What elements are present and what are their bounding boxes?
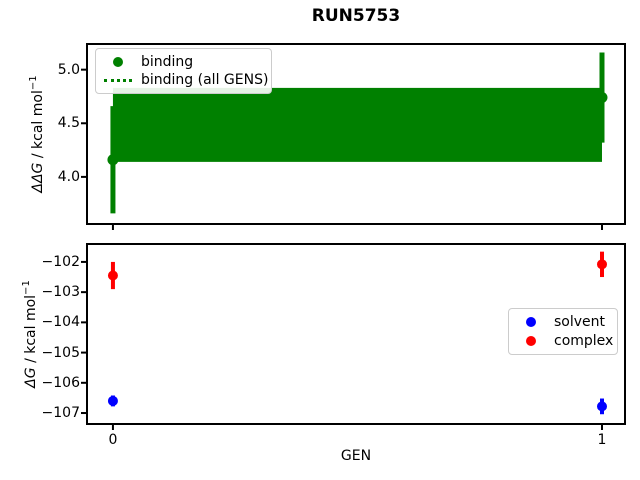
legend-label: binding (141, 53, 194, 70)
chart-canvas (81, 52, 608, 230)
legend-handle (517, 336, 545, 346)
figure-title: RUN5753 (311, 6, 401, 26)
legend-label: solvent (554, 314, 606, 330)
binding-marker-icon (113, 56, 123, 67)
legend-label: binding (all GENS) (141, 72, 269, 89)
bottom-legend: solvent complex (508, 308, 618, 355)
y-tick-label: 4.5 (57, 115, 80, 132)
y-tick-label: −102 (41, 253, 80, 270)
data-point-solvent (596, 401, 607, 412)
uncertainty-band (112, 87, 602, 162)
dotted-line-icon (104, 78, 132, 82)
y-tick-label: 4.0 (57, 168, 80, 185)
y-tick-label: 5.0 (57, 61, 80, 78)
x-axis-label: GEN (340, 448, 372, 464)
solvent-marker-icon (526, 317, 536, 327)
top-legend: binding binding (all GENS) (95, 48, 272, 94)
legend-item-complex: complex (509, 333, 617, 349)
top-plot-frame (86, 43, 626, 225)
legend-handle (517, 317, 545, 327)
legend-handle (104, 78, 132, 82)
data-point-complex (107, 270, 118, 281)
y-tick-label: −103 (41, 284, 80, 301)
y-tick-label: −104 (41, 314, 80, 331)
data-point-binding (596, 92, 608, 104)
legend-item-solvent: solvent (509, 314, 617, 330)
legend-handle (104, 56, 132, 67)
y-tick-label: −107 (41, 405, 80, 422)
legend-label: complex (554, 333, 614, 349)
top-plot-area (81, 45, 624, 230)
bottom-plot-frame (86, 243, 626, 425)
y-tick-label: −105 (41, 344, 80, 361)
bottom-plot-area (81, 245, 624, 430)
data-point-solvent (107, 395, 118, 406)
legend-item-binding-all-gens: binding (all GENS) (96, 72, 271, 88)
chart-canvas (81, 251, 607, 430)
data-point-binding (107, 154, 119, 166)
y-tick-label: −106 (41, 374, 80, 391)
complex-marker-icon (526, 336, 536, 346)
legend-item-binding: binding (96, 54, 271, 70)
data-point-complex (596, 259, 607, 270)
x-tick-label: 1 (597, 432, 607, 448)
x-tick-label: 0 (108, 432, 118, 448)
